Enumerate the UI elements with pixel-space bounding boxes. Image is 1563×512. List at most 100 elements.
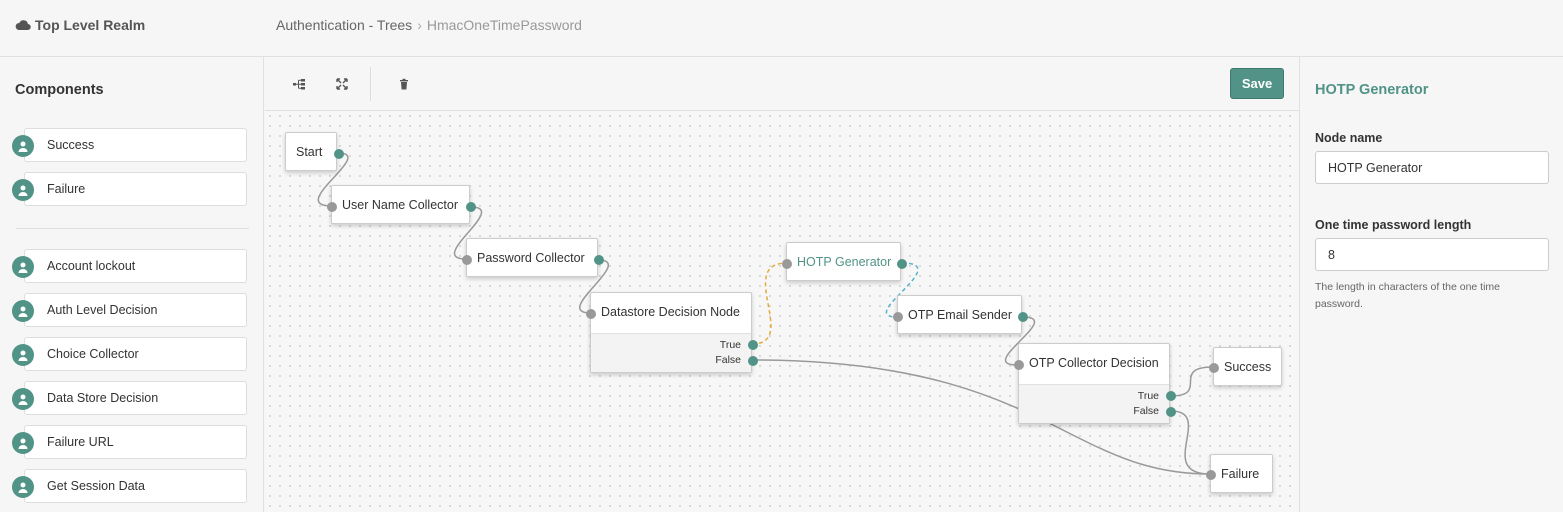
outcome-true-label: True bbox=[1137, 390, 1159, 402]
link-datastore-true-hotp bbox=[751, 262, 788, 345]
input-port[interactable] bbox=[1014, 360, 1024, 370]
delete-node-button[interactable] bbox=[395, 75, 413, 93]
component-success[interactable]: Success bbox=[12, 128, 247, 162]
node-title: HOTP Generator bbox=[797, 255, 892, 269]
realm-selector[interactable]: Top Level Realm bbox=[15, 17, 145, 33]
node-properties-panel: HOTP Generator Node name One time passwo… bbox=[1299, 57, 1563, 512]
node-title: OTP Collector Decision bbox=[1029, 356, 1159, 370]
toolbar-divider bbox=[370, 67, 371, 101]
node-datastore-decision[interactable]: Datastore Decision Node True False bbox=[586, 292, 758, 373]
node-outcomes: True False bbox=[591, 333, 751, 372]
component-failure-url[interactable]: Failure URL bbox=[12, 425, 247, 459]
breadcrumb-separator: › bbox=[417, 17, 422, 33]
output-port[interactable] bbox=[897, 259, 907, 269]
output-port-false[interactable] bbox=[1166, 407, 1176, 417]
components-title: Components bbox=[15, 82, 104, 98]
top-bar: Top Level Realm Authentication - Trees ›… bbox=[0, 0, 1563, 57]
node-title: Start bbox=[296, 145, 323, 159]
node-title: Failure bbox=[1221, 467, 1260, 481]
link-hotp-otpemail bbox=[885, 262, 919, 318]
link-otpemail-otpcollector bbox=[1004, 316, 1036, 366]
input-port[interactable] bbox=[586, 309, 596, 319]
user-icon bbox=[12, 344, 34, 366]
sidebar-divider bbox=[16, 228, 249, 229]
node-start[interactable]: Start bbox=[285, 132, 344, 171]
node-user-name-collector[interactable]: User Name Collector bbox=[327, 185, 476, 224]
output-port-false[interactable] bbox=[748, 356, 758, 366]
component-data-store-decision[interactable]: Data Store Decision bbox=[12, 381, 247, 415]
outcome-false-label: False bbox=[1133, 405, 1159, 417]
realm-name: Top Level Realm bbox=[35, 17, 146, 33]
panel-title: HOTP Generator bbox=[1315, 82, 1429, 98]
node-outcomes: True False bbox=[1019, 384, 1169, 423]
link-start-username bbox=[317, 152, 349, 207]
component-get-session-data[interactable]: Get Session Data bbox=[12, 469, 247, 503]
canvas-toolbar: Save bbox=[265, 57, 1299, 111]
input-port[interactable] bbox=[893, 312, 903, 322]
node-name-label: Node name bbox=[1315, 131, 1383, 145]
output-port-true[interactable] bbox=[748, 340, 758, 350]
input-port[interactable] bbox=[327, 202, 337, 212]
link-username-password bbox=[453, 206, 483, 260]
component-account-lockout[interactable]: Account lockout bbox=[12, 249, 247, 283]
output-port[interactable] bbox=[334, 149, 344, 159]
output-port[interactable] bbox=[466, 202, 476, 212]
user-icon bbox=[12, 135, 34, 157]
output-port[interactable] bbox=[1018, 312, 1028, 322]
component-failure[interactable]: Failure bbox=[12, 172, 247, 206]
user-icon bbox=[12, 476, 34, 498]
node-success[interactable]: Success bbox=[1209, 347, 1282, 386]
input-port[interactable] bbox=[1206, 470, 1216, 480]
component-auth-level-decision[interactable]: Auth Level Decision bbox=[12, 293, 247, 327]
otp-length-help: The length in characters of the one time… bbox=[1315, 281, 1501, 310]
tree-canvas[interactable]: Start User Name Collector Password Colle… bbox=[265, 111, 1299, 512]
node-title: User Name Collector bbox=[342, 198, 459, 212]
user-icon bbox=[12, 300, 34, 322]
connection-links bbox=[317, 152, 1214, 475]
otp-length-label: One time password length bbox=[1315, 218, 1472, 232]
link-otpcollector-true-success bbox=[1170, 366, 1214, 397]
input-port[interactable] bbox=[462, 255, 472, 265]
component-choice-collector[interactable]: Choice Collector bbox=[12, 337, 247, 371]
tree-layout-button[interactable] bbox=[290, 75, 308, 93]
user-icon bbox=[12, 432, 34, 454]
output-port-true[interactable] bbox=[1166, 391, 1176, 401]
link-otpcollector-false-failure bbox=[1170, 410, 1211, 475]
node-otp-email-sender[interactable]: OTP Email Sender bbox=[893, 295, 1028, 334]
otp-length-input[interactable] bbox=[1315, 238, 1549, 271]
input-port[interactable] bbox=[782, 259, 792, 269]
cloud-icon bbox=[15, 20, 31, 31]
node-password-collector[interactable]: Password Collector bbox=[462, 238, 604, 277]
input-port[interactable] bbox=[1209, 363, 1219, 373]
outcome-false-label: False bbox=[715, 354, 741, 366]
node-title: OTP Email Sender bbox=[908, 308, 1012, 322]
node-hotp-generator[interactable]: HOTP Generator bbox=[782, 242, 907, 281]
user-icon bbox=[12, 388, 34, 410]
node-title: Success bbox=[1224, 360, 1272, 374]
breadcrumb-current: HmacOneTimePassword bbox=[426, 17, 582, 33]
save-button[interactable]: Save bbox=[1230, 68, 1284, 99]
link-password-datastore bbox=[579, 259, 609, 314]
component-label: Get Session Data bbox=[47, 479, 145, 493]
output-port[interactable] bbox=[594, 255, 604, 265]
breadcrumb-parent[interactable]: Authentication - Trees bbox=[276, 17, 413, 33]
node-failure[interactable]: Failure bbox=[1206, 454, 1273, 493]
component-label: Auth Level Decision bbox=[47, 303, 158, 317]
component-label: Data Store Decision bbox=[47, 391, 159, 405]
node-name-input[interactable] bbox=[1315, 151, 1549, 184]
fit-to-screen-button[interactable] bbox=[333, 75, 351, 93]
node-title: Datastore Decision Node bbox=[601, 305, 740, 319]
node-title: Password Collector bbox=[477, 251, 585, 265]
user-icon bbox=[12, 179, 34, 201]
component-label: Account lockout bbox=[47, 259, 136, 273]
component-label: Failure URL bbox=[47, 435, 114, 449]
outcome-true-label: True bbox=[719, 339, 741, 351]
user-icon bbox=[12, 256, 34, 278]
component-label: Choice Collector bbox=[47, 347, 139, 361]
node-otp-collector-decision[interactable]: OTP Collector Decision True False bbox=[1014, 343, 1176, 424]
component-label: Success bbox=[47, 138, 95, 152]
fit-screen-icon bbox=[336, 78, 348, 90]
breadcrumb: Authentication - Trees › HmacOneTimePass… bbox=[276, 17, 582, 33]
component-label: Failure bbox=[47, 182, 86, 196]
trash-icon bbox=[400, 78, 408, 90]
